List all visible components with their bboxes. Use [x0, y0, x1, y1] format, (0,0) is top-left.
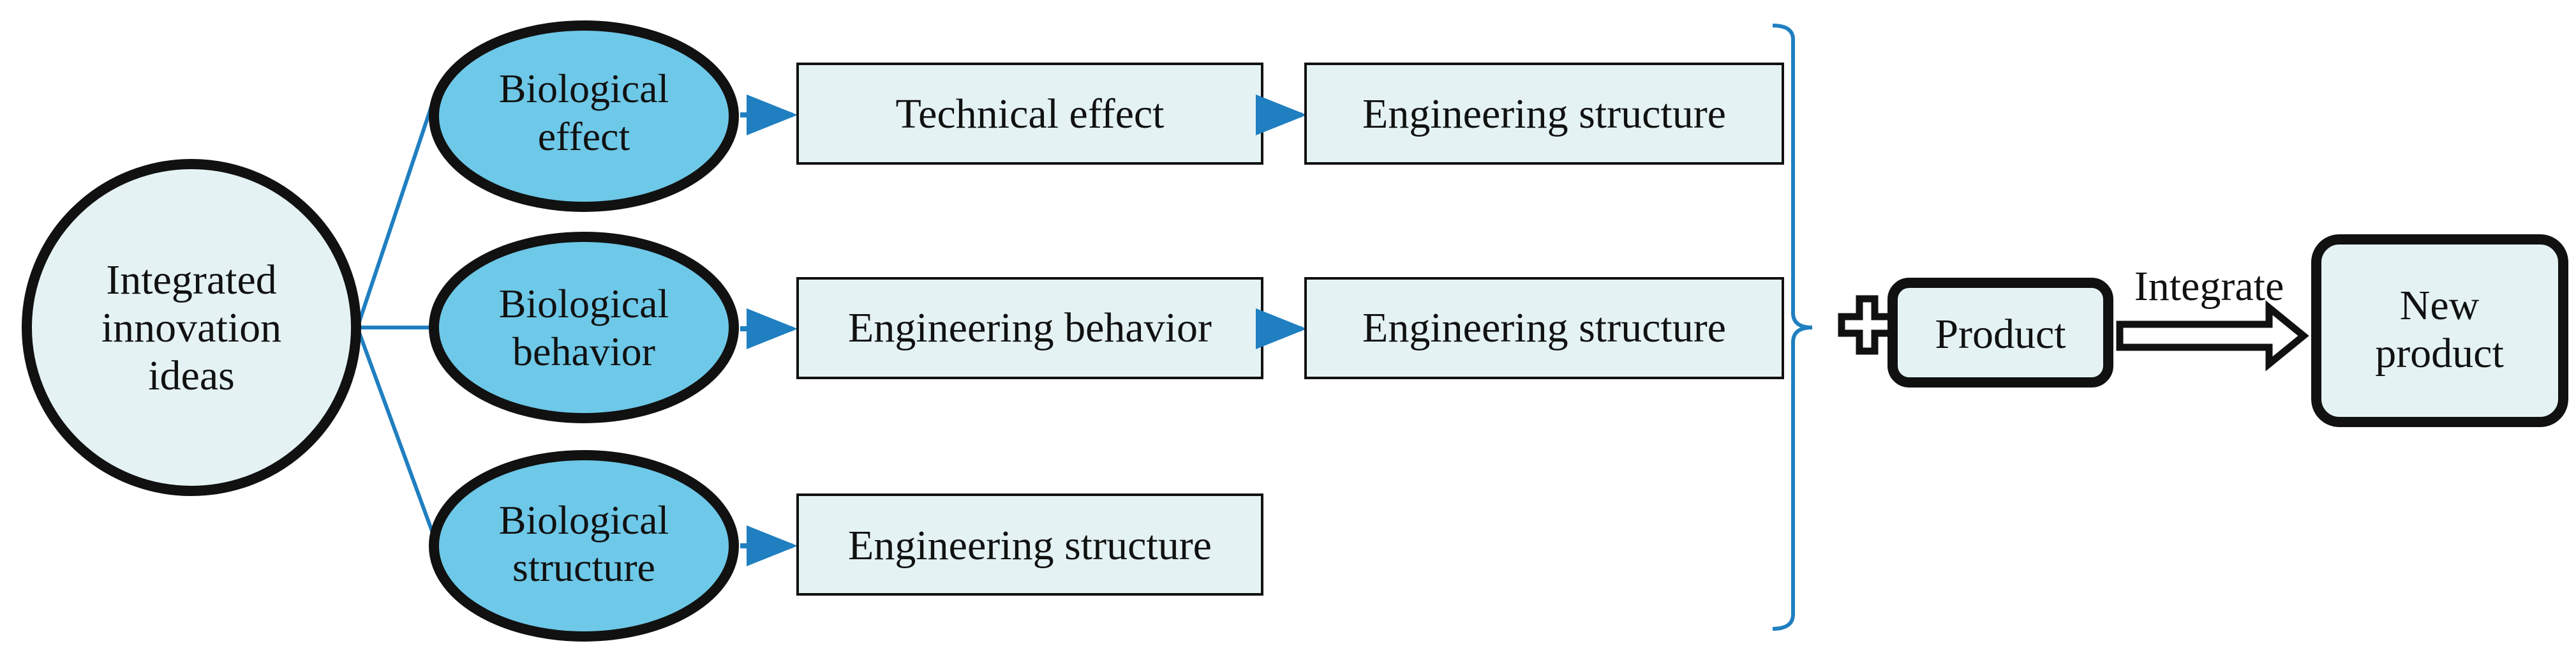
row-biological-structure: Biological structure Engineering structu… — [429, 450, 1263, 642]
bio-behavior-line1: Biological — [499, 281, 669, 326]
engineering-structure-label-row3: Engineering structure — [848, 522, 1212, 569]
bio-structure-line1: Biological — [499, 497, 669, 543]
bio-effect-ellipse — [429, 20, 739, 212]
connector-to-structure — [355, 326, 436, 538]
new-product-box — [2311, 234, 2568, 427]
product-node: Product — [1887, 278, 2113, 388]
engineering-structure-label-row2: Engineering structure — [1362, 305, 1726, 351]
root-circle — [22, 159, 361, 496]
technical-effect-label: Technical effect — [895, 91, 1164, 137]
row-biological-effect: Biological effect Technical effect Engin… — [429, 20, 1784, 212]
grouping-bracket — [1772, 24, 1813, 631]
bio-behavior-ellipse — [429, 232, 739, 423]
integrate-arrow: Integrate — [2116, 263, 2309, 372]
connector-to-effect — [355, 98, 436, 328]
engineering-structure-box-row3 — [796, 493, 1263, 596]
product-label: Product — [1935, 311, 2066, 358]
engineering-behavior-box — [796, 277, 1263, 379]
new-product-label-line1: New — [2400, 282, 2480, 329]
product-box — [1887, 278, 2113, 388]
bio-behavior-line2: behavior — [512, 329, 655, 374]
plus-icon — [1838, 295, 1896, 355]
root-node: Integrated innovation ideas — [22, 159, 361, 496]
new-product-node: New product — [2311, 234, 2568, 427]
bio-structure-line2: structure — [512, 545, 655, 590]
engineering-structure-box-row1 — [1304, 63, 1784, 165]
engineering-structure-label-row1: Engineering structure — [1362, 91, 1726, 137]
engineering-structure-box-row2 — [1304, 277, 1784, 379]
engineering-behavior-label: Engineering behavior — [848, 305, 1212, 351]
integrate-label: Integrate — [2134, 263, 2284, 310]
root-connectors — [355, 98, 436, 538]
root-label-line1: Integrated — [106, 257, 277, 303]
bio-effect-line1: Biological — [499, 66, 669, 111]
technical-effect-box — [796, 63, 1263, 165]
bio-effect-line2: effect — [538, 114, 630, 159]
root-label-line2: innovation — [101, 305, 281, 351]
new-product-label-line2: product — [2375, 330, 2504, 377]
row-biological-behavior: Biological behavior Engineering behavior… — [429, 232, 1784, 423]
root-label-line3: ideas — [148, 352, 235, 399]
integrate-arrow-shape — [2116, 300, 2309, 372]
bio-structure-ellipse — [429, 450, 739, 642]
